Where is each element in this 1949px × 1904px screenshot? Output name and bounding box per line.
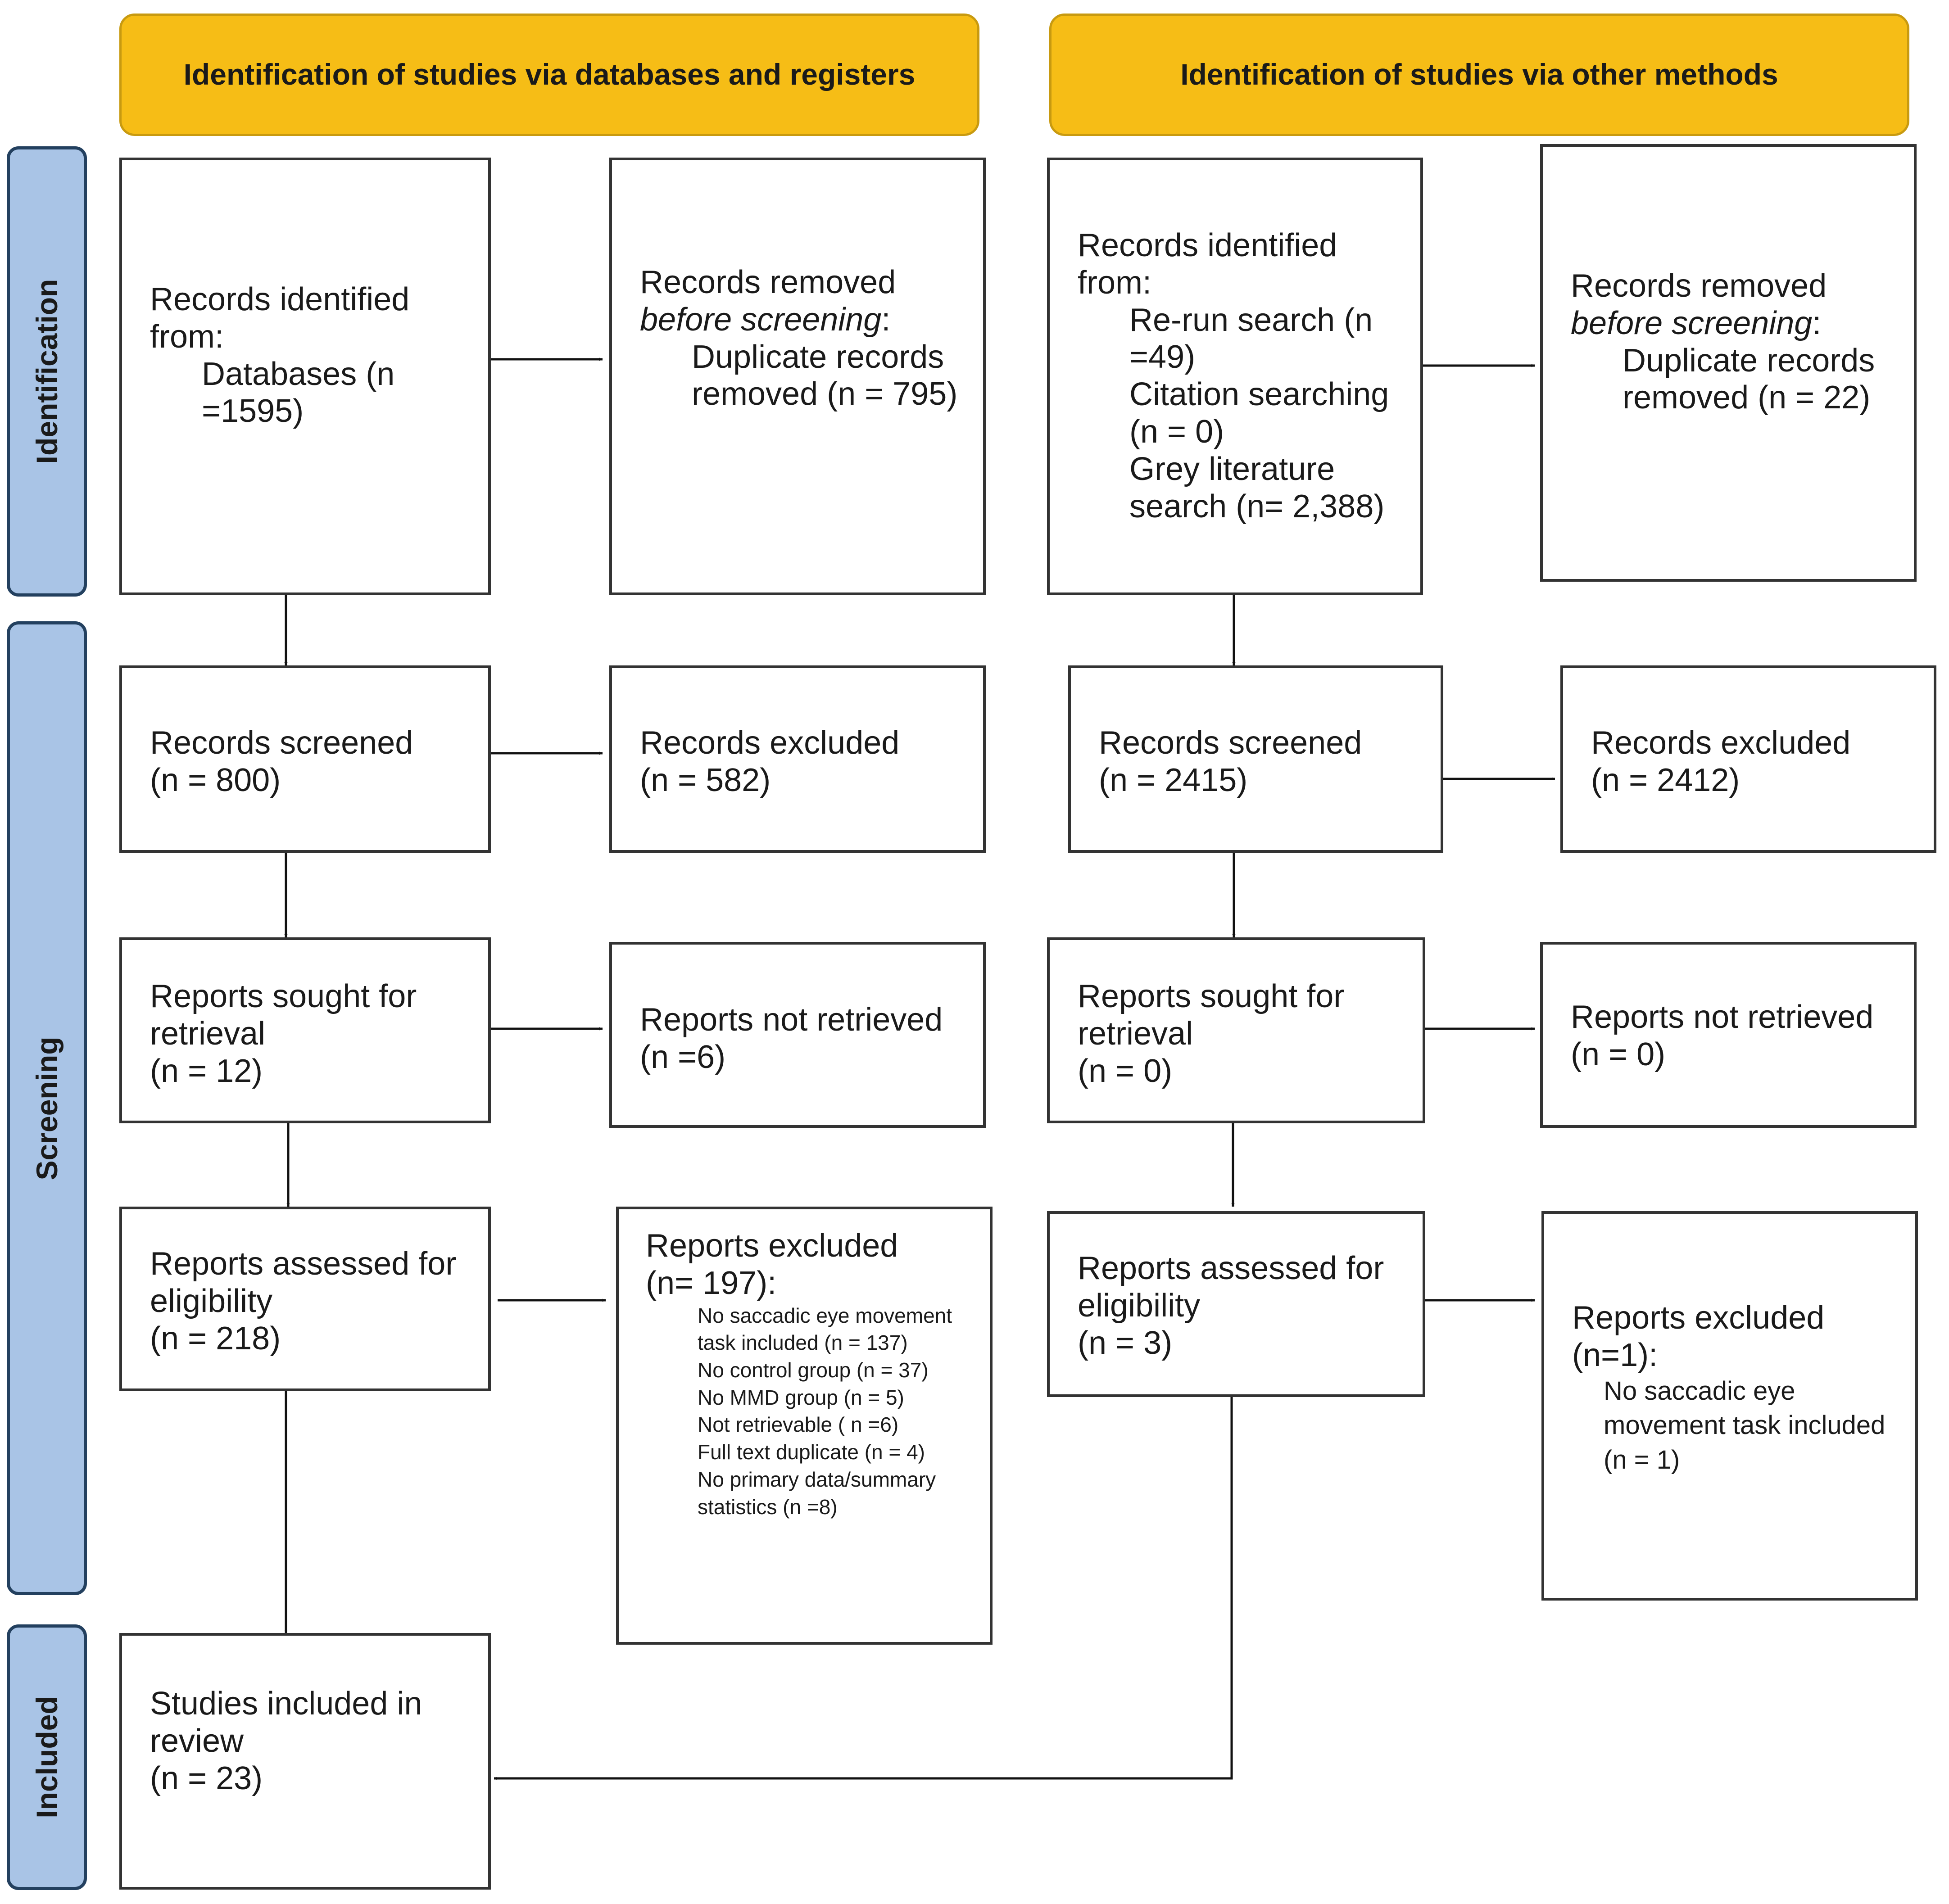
exclusion-reason: No control group (n = 37)	[698, 1358, 929, 1382]
reports-excluded-n: (n= 197):	[646, 1265, 777, 1301]
box-reports-not-retrieved: Reports not retrieved (n =6)	[609, 942, 986, 1128]
records-removed-colon: :	[881, 301, 891, 338]
r-records-removed-subtitle: before screening	[1571, 305, 1813, 341]
box-r-records-excluded: Records excluded (n = 2412)	[1560, 665, 1936, 853]
header-databases: Identification of studies via databases …	[119, 14, 979, 136]
header-databases-text: Identification of studies via databases …	[183, 58, 916, 91]
r-reports-assessed-n: (n = 3)	[1078, 1325, 1173, 1361]
phase-included: Included	[7, 1624, 87, 1890]
box-r-reports-excluded: Reports excluded (n=1): No saccadic eye …	[1541, 1211, 1918, 1601]
r-reports-sought-title: Reports sought for retrieval	[1078, 978, 1345, 1052]
reports-sought-n: (n = 12)	[150, 1053, 263, 1089]
identified-source: Grey literature search (n= 2,388)	[1129, 451, 1385, 525]
records-removed-title: Records removed	[640, 264, 896, 300]
r-records-excluded-title: Records excluded	[1591, 725, 1851, 761]
r-records-removed-colon: :	[1812, 305, 1822, 341]
box-records-screened: Records screened (n = 800)	[119, 665, 491, 853]
records-identified-databases: Databases (n =1595)	[202, 356, 395, 430]
r-records-removed-duplicates: Duplicate records removed (n = 22)	[1623, 342, 1875, 416]
records-removed-subtitle: before screening	[640, 301, 882, 338]
box-r-records-removed: Records removed before screening: Duplic…	[1540, 144, 1917, 582]
reports-assessed-n: (n = 218)	[150, 1320, 281, 1357]
studies-included-title: Studies included in review	[150, 1686, 422, 1759]
box-r-reports-not-retrieved: Reports not retrieved (n = 0)	[1540, 942, 1917, 1128]
r-reports-not-retrieved-title: Reports not retrieved	[1571, 999, 1874, 1035]
box-records-identified: Records identified from: Databases (n =1…	[119, 158, 491, 595]
r-reports-sought-n: (n = 0)	[1078, 1053, 1173, 1089]
records-screened-title: Records screened	[150, 725, 413, 761]
studies-included-n: (n = 23)	[150, 1760, 263, 1796]
r-records-identified-title: Records identified from:	[1078, 227, 1337, 301]
r-reports-excluded-title: Reports excluded	[1572, 1300, 1825, 1336]
r-reports-assessed-title: Reports assessed for eligibility	[1078, 1250, 1384, 1324]
reports-excluded-title: Reports excluded	[646, 1228, 898, 1264]
records-identified-title: Records identified from:	[150, 281, 410, 355]
r-records-excluded-n: (n = 2412)	[1591, 762, 1740, 798]
box-reports-excluded: Reports excluded (n= 197): No saccadic e…	[616, 1207, 993, 1645]
box-r-reports-assessed: Reports assessed for eligibility (n = 3)	[1047, 1211, 1425, 1397]
reports-sought-title: Reports sought for retrieval	[150, 978, 417, 1052]
box-records-removed: Records removed before screening: Duplic…	[609, 158, 986, 595]
reports-assessed-title: Reports assessed for eligibility	[150, 1246, 457, 1319]
r-records-screened-n: (n = 2415)	[1099, 762, 1248, 798]
r-reports-excluded-reasons: No saccadic eye movement task included (…	[1572, 1374, 1902, 1478]
records-removed-duplicates: Duplicate records removed (n = 795)	[692, 339, 958, 412]
box-r-records-identified: Records identified from: Re-run search (…	[1047, 158, 1423, 595]
phase-identification: Identification	[7, 146, 87, 597]
identified-source: Re-run search (n =49)	[1129, 302, 1373, 375]
exclusion-reason: Full text duplicate (n = 4)	[698, 1440, 925, 1464]
r-records-identified-items: Re-run search (n =49)Citation searching …	[1078, 302, 1407, 525]
records-excluded-n: (n = 582)	[640, 762, 771, 798]
phase-screening-label: Screening	[30, 1036, 63, 1180]
exclusion-reason: No saccadic eye movement task included (…	[1604, 1376, 1886, 1474]
identified-source: Citation searching (n = 0)	[1129, 376, 1389, 450]
phase-identification-label: Identification	[30, 279, 63, 464]
header-other-text: Identification of studies via other meth…	[1180, 58, 1778, 91]
phase-included-label: Included	[30, 1696, 63, 1818]
reports-not-retrieved-n: (n =6)	[640, 1039, 726, 1075]
arrow-r-assessed-to-included	[494, 1382, 1233, 1780]
records-excluded-title: Records excluded	[640, 725, 900, 761]
box-reports-assessed: Reports assessed for eligibility (n = 21…	[119, 1207, 491, 1391]
exclusion-reason: No saccadic eye movement task included (…	[698, 1303, 952, 1355]
r-reports-not-retrieved-n: (n = 0)	[1571, 1036, 1666, 1072]
exclusion-reason: Not retrievable ( n =6)	[698, 1413, 899, 1437]
header-other-methods: Identification of studies via other meth…	[1049, 14, 1909, 136]
box-reports-sought: Reports sought for retrieval (n = 12)	[119, 937, 491, 1123]
box-studies-included: Studies included in review (n = 23)	[119, 1633, 491, 1890]
r-records-removed-title: Records removed	[1571, 268, 1827, 304]
records-screened-n: (n = 800)	[150, 762, 281, 798]
r-records-screened-title: Records screened	[1099, 725, 1362, 761]
box-r-reports-sought: Reports sought for retrieval (n = 0)	[1047, 937, 1425, 1123]
exclusion-reason: No primary data/summary statistics (n =8…	[698, 1467, 936, 1519]
r-reports-excluded-n: (n=1):	[1572, 1337, 1658, 1373]
phase-screening: Screening	[7, 621, 87, 1595]
reports-excluded-reasons: No saccadic eye movement task included (…	[646, 1302, 976, 1521]
box-records-excluded: Records excluded (n = 582)	[609, 665, 986, 853]
reports-not-retrieved-title: Reports not retrieved	[640, 1002, 943, 1038]
box-r-records-screened: Records screened (n = 2415)	[1068, 665, 1443, 853]
exclusion-reason: No MMD group (n = 5)	[698, 1385, 904, 1409]
